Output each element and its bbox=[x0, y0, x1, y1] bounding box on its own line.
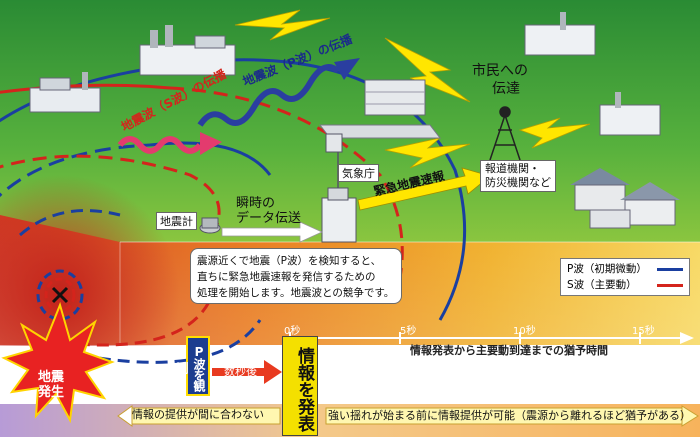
factory-building-right bbox=[524, 12, 661, 136]
jma-building bbox=[321, 133, 357, 243]
tick-0s: 0秒 bbox=[284, 326, 301, 337]
wave-legend: P波（初期微動） S波（主要動） bbox=[560, 258, 690, 296]
too-late-text: 情報の提供が間に合わない bbox=[132, 408, 264, 421]
tick-15s: 15秒 bbox=[632, 326, 655, 337]
broadcast-tower-icon bbox=[489, 106, 521, 161]
s-wave-arc bbox=[0, 83, 171, 94]
info-release-badge: 情報を発表 bbox=[282, 336, 318, 436]
seismometer-label: 地震計 bbox=[156, 212, 197, 230]
legend-p-wave: P波（初期微動） bbox=[567, 261, 683, 277]
tick-10s: 10秒 bbox=[513, 326, 536, 337]
agencies-label: 報道機関・ 防災機関など bbox=[480, 160, 556, 192]
eew-arrow bbox=[357, 167, 491, 211]
detection-callout: 震源近くで地震（P波）を検知すると、 直ちに緊急地震速報を発信するための 処理を… bbox=[190, 248, 402, 304]
tick-5s: 5秒 bbox=[400, 326, 417, 337]
seismometer-icon bbox=[199, 217, 221, 234]
factory-building-left bbox=[29, 72, 101, 113]
to-citizens-label: 市民への 伝達 bbox=[472, 63, 528, 97]
earthquake-burst-shape bbox=[1, 301, 115, 424]
data-transfer-arrow bbox=[221, 221, 323, 243]
jma-label: 気象庁 bbox=[338, 164, 379, 182]
p-wave-observed-badge: P波を観測 bbox=[175, 336, 210, 396]
x-mark-icon bbox=[51, 286, 69, 304]
instant-data-label: 瞬時の データ伝送 bbox=[236, 196, 302, 226]
earthquake-label: 地震 発生 bbox=[38, 370, 65, 400]
legend-s-wave: S波（主要動） bbox=[567, 277, 683, 293]
possible-text: 強い揺れが始まる前に情報提供が可能（震源から離れるほど猶予がある） bbox=[328, 409, 691, 422]
office-building bbox=[318, 79, 442, 139]
houses bbox=[570, 168, 680, 229]
seconds-after-label: 数秒後 bbox=[224, 365, 257, 378]
grace-period-label: 情報発表から主要動到達までの猶予時間 bbox=[410, 344, 608, 357]
factory-building-top bbox=[139, 25, 236, 76]
